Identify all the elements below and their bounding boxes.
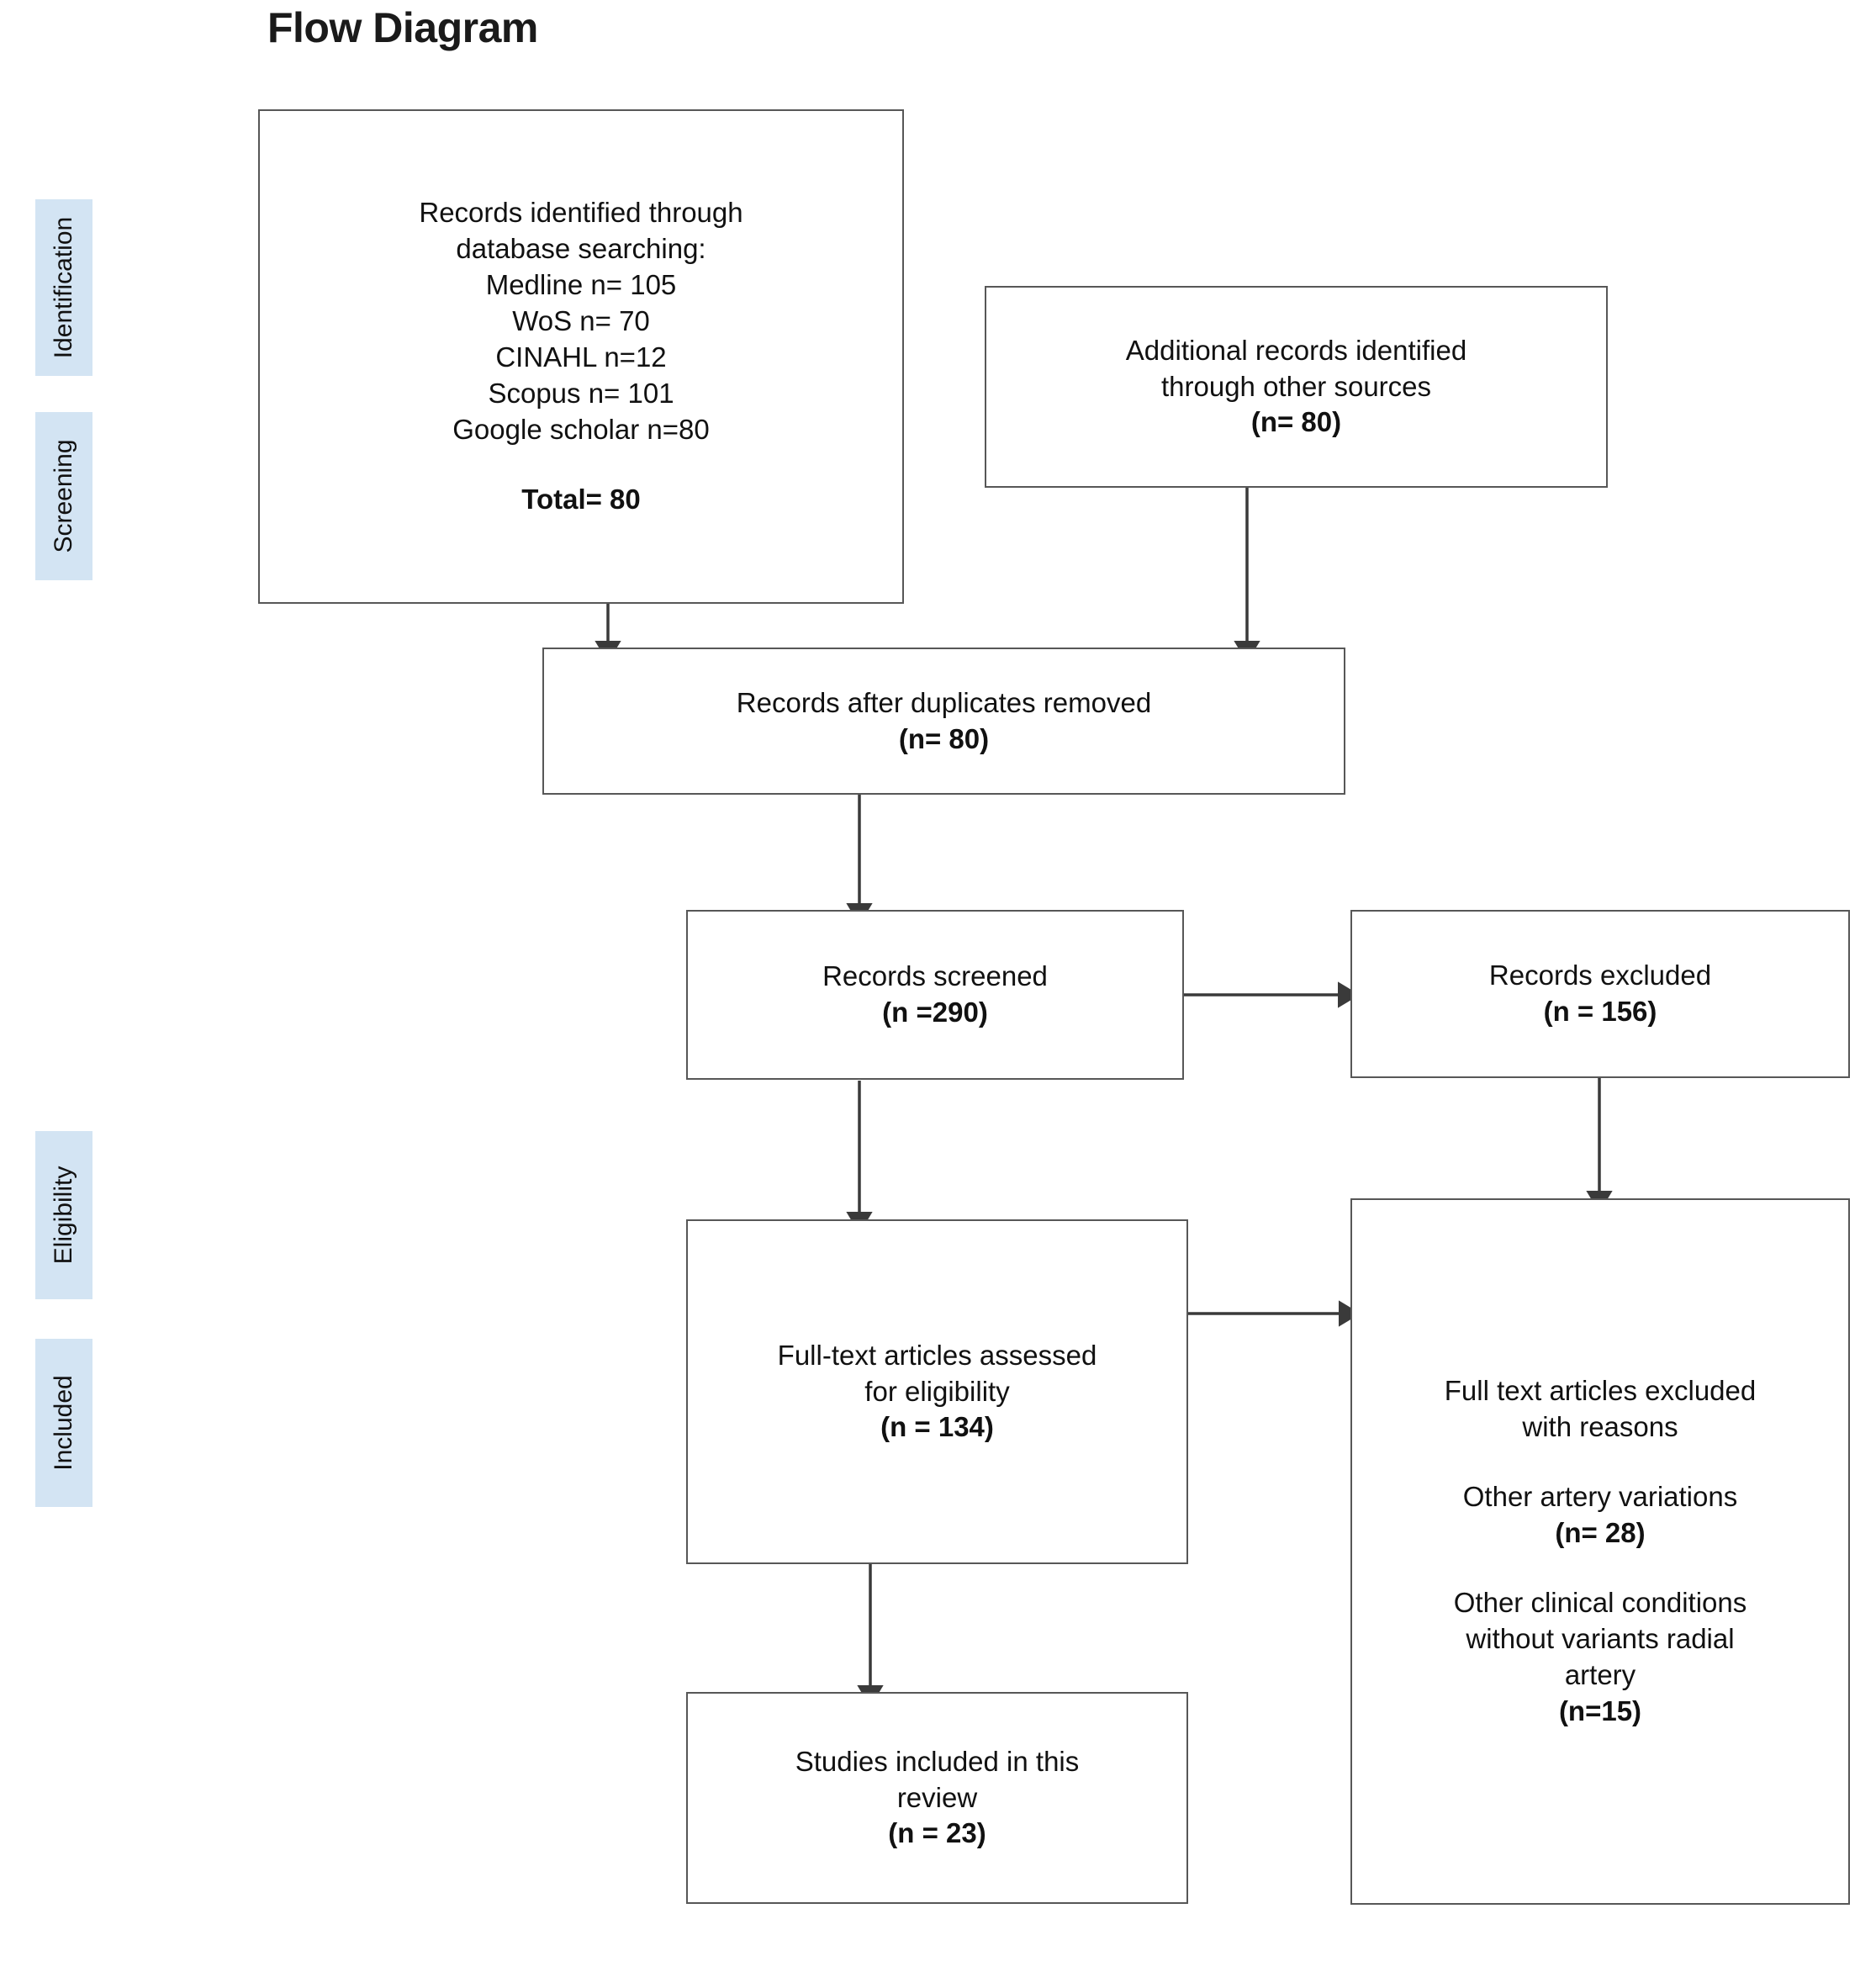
node-studies-included-count: (n = 23) — [888, 1817, 986, 1849]
stage-band-identification: Identification — [35, 199, 92, 376]
node-fulltext-excluded-text: Full text articles excluded with reasons — [1444, 1375, 1757, 1443]
node-duplicates-removed-count: (n= 80) — [898, 722, 990, 754]
node-studies-included[interactable]: Studies included in this review (n = 23) — [686, 1692, 1188, 1904]
stage-label-included: Included — [50, 1375, 77, 1471]
node-records-identified-total: Total= 80 — [521, 483, 641, 515]
node-fulltext-excluded-reason-1: Other artery variations — [1462, 1481, 1738, 1513]
node-records-excluded-count: (n = 156) — [1543, 996, 1657, 1027]
stage-band-screening: Screening — [35, 412, 92, 580]
node-records-excluded-text: Records excluded — [1488, 960, 1712, 991]
stage-band-included: Included — [35, 1339, 92, 1507]
stage-label-eligibility: Eligibility — [50, 1166, 77, 1265]
node-studies-included-text: Studies included in this review — [795, 1745, 1080, 1813]
node-records-screened-count: (n =290) — [882, 997, 988, 1028]
node-fulltext-excluded-reason-2-count: (n=15) — [1558, 1694, 1642, 1726]
node-fulltext-assessed-count: (n = 134) — [880, 1411, 994, 1443]
stage-label-identification: Identification — [50, 216, 77, 359]
node-records-identified[interactable]: Records identified through database sear… — [258, 109, 904, 604]
node-fulltext-excluded[interactable]: Full text articles excluded with reasons… — [1350, 1198, 1850, 1905]
node-records-identified-text: Records identified through database sear… — [419, 197, 743, 445]
node-fulltext-excluded-reason-2: Other clinical conditions without varian… — [1453, 1587, 1747, 1690]
node-records-screened-text: Records screened — [822, 960, 1048, 992]
node-duplicates-removed-text: Records after duplicates removed — [736, 686, 1152, 718]
node-fulltext-assessed-text: Full-text articles assessed for eligibil… — [777, 1339, 1097, 1407]
page-title: Flow Diagram — [267, 4, 538, 51]
node-additional-records-count: (n= 80) — [1250, 406, 1342, 438]
node-fulltext-excluded-reason-1-count: (n= 28) — [1555, 1517, 1646, 1549]
stage-label-screening: Screening — [50, 439, 77, 553]
node-additional-records[interactable]: Additional records identified through ot… — [985, 286, 1608, 488]
node-duplicates-removed[interactable]: Records after duplicates removed (n= 80) — [542, 648, 1345, 795]
node-additional-records-text: Additional records identified through ot… — [1125, 334, 1467, 402]
node-fulltext-assessed[interactable]: Full-text articles assessed for eligibil… — [686, 1219, 1188, 1564]
node-records-screened[interactable]: Records screened (n =290) — [686, 910, 1184, 1080]
stage-band-eligibility: Eligibility — [35, 1131, 92, 1299]
node-records-excluded[interactable]: Records excluded (n = 156) — [1350, 910, 1850, 1078]
